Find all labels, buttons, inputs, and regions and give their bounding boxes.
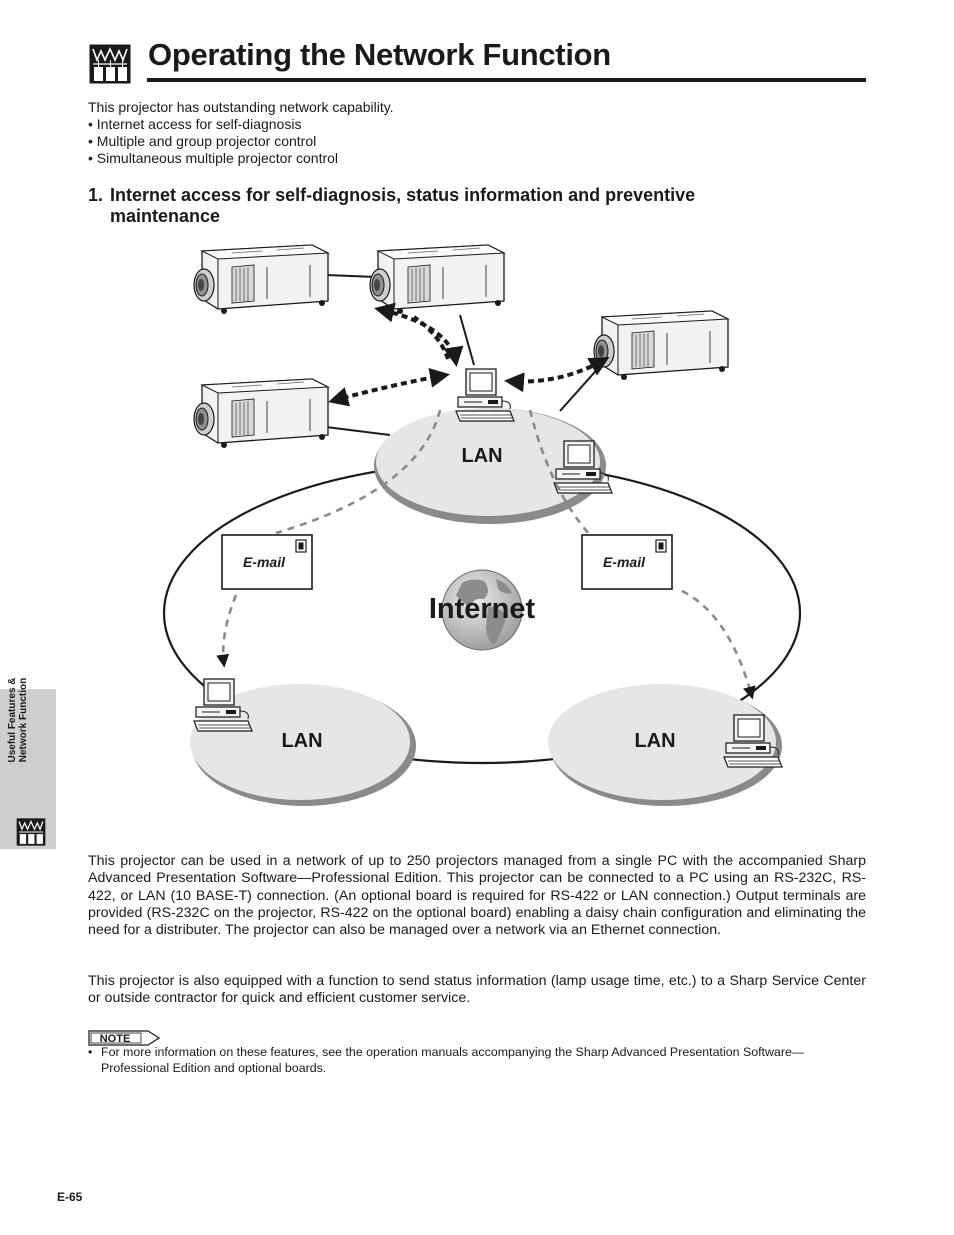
side-tab-label: Useful Features & Network Function (7, 645, 47, 795)
note-badge: NOTE (88, 1030, 160, 1046)
title-rule (147, 78, 866, 82)
intro-bullet-list: • Internet access for self-diagnosis • M… (88, 116, 688, 167)
email-card-left: E-mail (221, 534, 313, 590)
section-title-line2: maintenance (110, 206, 221, 226)
body-paragraph-1: This projector can be used in a network … (88, 853, 866, 939)
lan-left-label: LAN (281, 730, 322, 752)
intro-block: This projector has outstanding network c… (88, 99, 688, 167)
globe-icon (441, 569, 523, 651)
section-number: 1. (88, 185, 104, 205)
network-function-icon (89, 44, 131, 84)
internet-label: Internet (429, 593, 536, 625)
email-paths (216, 409, 756, 700)
email-left-label: E-mail (243, 554, 286, 570)
email-card-right: E-mail (581, 534, 673, 590)
projector-right (593, 310, 729, 381)
projector-left (193, 378, 329, 449)
note-text: • For more information on these features… (88, 1044, 866, 1076)
lan-top-label: LAN (461, 445, 502, 467)
section-title-line1: Internet access for self-diagnosis, stat… (110, 185, 696, 205)
body-paragraph-2: This projector is also equipped with a f… (88, 973, 866, 1007)
network-diagram: LAN LAN LAN Internet E-mail E-mail (162, 244, 802, 806)
note-label: NOTE (100, 1033, 131, 1045)
intro-bullet: • Simultaneous multiple projector contro… (88, 150, 339, 166)
email-right-label: E-mail (603, 554, 646, 570)
projector-top-center (369, 244, 505, 315)
section-heading: 1. Internet access for self-diagnosis, st… (88, 185, 808, 227)
lan-top-cloud: LAN (374, 408, 606, 524)
intro-bullet: • Multiple and group projector control (88, 133, 317, 149)
lan-right-cloud: LAN (548, 684, 782, 806)
page-title: Operating the Network Function (148, 37, 611, 72)
note-bullet: • (88, 1045, 93, 1059)
control-arrows (328, 302, 610, 407)
side-tab-network-icon (16, 818, 46, 846)
lan-right-label: LAN (634, 730, 675, 752)
intro-lead: This projector has outstanding network c… (88, 99, 394, 115)
side-tab-line1: Useful Features & (7, 677, 18, 763)
note-body: For more information on these features, … (101, 1045, 805, 1075)
computer-lan-top (455, 368, 515, 422)
intro-bullet: • Internet access for self-diagnosis (88, 116, 302, 132)
projector-top-left (193, 244, 329, 315)
side-tab-line2: Network Function (18, 677, 29, 763)
page-number: E-65 (57, 1190, 83, 1204)
